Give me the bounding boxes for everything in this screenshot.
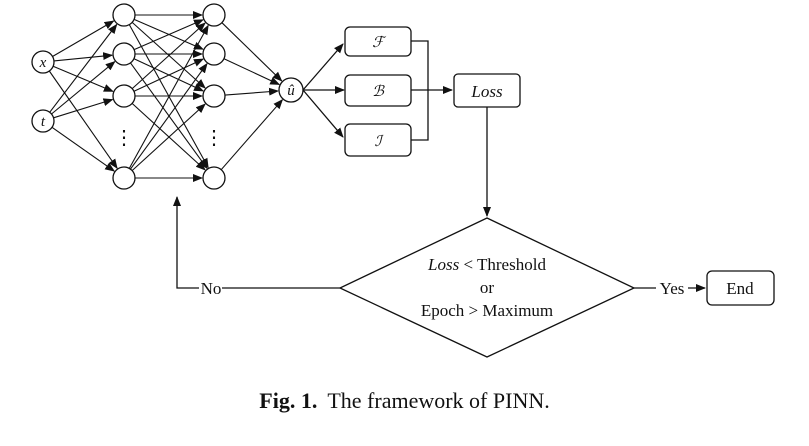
input-label-x: x <box>39 55 47 71</box>
output-node-u: û <box>278 77 304 103</box>
network-connection <box>224 87 279 96</box>
loss-box: Loss <box>453 73 521 108</box>
end-box: End <box>706 270 775 306</box>
network-connection <box>220 99 284 171</box>
input-label-t: t <box>41 114 46 130</box>
network-connection <box>53 52 114 62</box>
hidden-neuron <box>202 42 226 66</box>
hidden-neuron <box>112 84 136 108</box>
network-connection <box>51 60 116 115</box>
end-label: End <box>726 279 754 298</box>
network-connection <box>130 62 208 170</box>
output-label: û <box>287 83 295 99</box>
ellipsis-dots: ⋮ <box>114 127 134 149</box>
hidden-layer-1: ⋮ <box>112 3 136 190</box>
network-connection <box>49 23 118 113</box>
network-connection <box>221 22 283 82</box>
decision-threshold-text: < Threshold <box>459 255 546 274</box>
network-connections <box>48 11 284 182</box>
hidden-neuron <box>202 84 226 108</box>
input-node-t: t <box>31 109 55 133</box>
output-branches <box>302 43 345 138</box>
network-connection <box>223 58 281 85</box>
decision-line-3: Epoch > Maximum <box>421 301 553 320</box>
caption-text: The framework of PINN. <box>327 388 550 413</box>
hidden-neuron <box>112 3 136 27</box>
network-connection <box>52 20 115 57</box>
no-branch: No <box>173 196 340 298</box>
network-connection <box>48 70 118 170</box>
ellipsis-dots: ⋮ <box>204 127 224 149</box>
network-connection <box>131 22 206 90</box>
loss-label: Loss <box>470 82 503 101</box>
hidden-layer-2: ⋮ <box>202 3 226 190</box>
residual-label-b: ℬ <box>372 84 385 100</box>
input-node-x: x <box>31 50 55 74</box>
network-connection <box>51 126 116 172</box>
network-connection <box>131 103 206 172</box>
hidden-neuron <box>202 3 226 27</box>
yes-label: Yes <box>660 279 685 298</box>
network-connection <box>133 19 204 51</box>
network-connection <box>53 98 114 119</box>
decision-loss-term: Loss <box>427 255 460 274</box>
decision-diamond: Loss < Threshold or Epoch > Maximum <box>338 217 636 358</box>
residual-box-b: ℬ <box>344 74 412 107</box>
network-connection <box>52 65 114 92</box>
decision-line-1: Loss < Threshold <box>427 255 546 274</box>
network-connection <box>128 24 209 169</box>
residual-label-i: ℐ <box>374 134 384 150</box>
network-connection <box>133 58 205 92</box>
hidden-neuron <box>112 42 136 66</box>
caption-label: Fig. 1. <box>259 388 318 413</box>
figure-caption: Fig. 1. The framework of PINN. <box>0 388 809 414</box>
residual-box-i: ℐ <box>344 123 412 157</box>
decision-line-2: or <box>480 278 495 297</box>
yes-branch: Yes <box>634 279 706 298</box>
no-label: No <box>201 279 222 298</box>
residual-box-f: ℱ <box>344 26 412 57</box>
residual-merge-connector <box>411 40 453 141</box>
hidden-neuron <box>112 166 136 190</box>
hidden-neuron <box>202 166 226 190</box>
residual-label-f: ℱ <box>372 35 387 51</box>
